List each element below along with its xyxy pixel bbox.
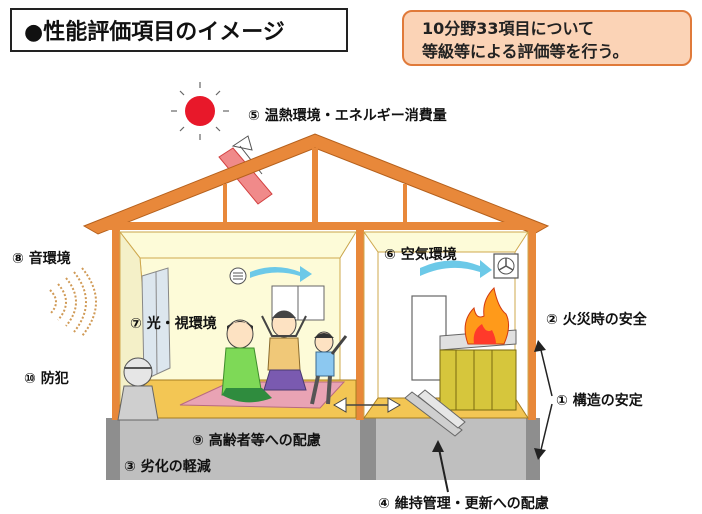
- summary-note-line1: 10分野33項目について: [422, 19, 595, 38]
- window-left: [141, 267, 171, 381]
- fan-icon: [493, 253, 519, 279]
- label-light: ⑦ 光・視環境: [130, 316, 217, 332]
- summary-note: 10分野33項目について 等級等による評価等を行う。: [402, 10, 692, 66]
- label-sound: ⑧ 音環境: [12, 251, 71, 267]
- label-thermal: ⑤ 温熱環境・エネルギー消費量: [248, 108, 447, 124]
- structure-arrow-up: [539, 345, 553, 397]
- fire-icon: [464, 286, 510, 345]
- label-air: ⑥ 空気環境: [384, 247, 457, 263]
- label-fire: ② 火災時の安全: [546, 312, 647, 328]
- burglar-icon: [117, 357, 159, 421]
- window-back: [271, 285, 325, 321]
- label-maintenance: ④ 維持管理・更新への配慮: [378, 496, 549, 512]
- family-illustration: [221, 310, 348, 405]
- summary-note-line2: 等級等による評価等を行う。: [422, 42, 629, 61]
- structure-arrow-down: [539, 403, 553, 455]
- page-title: ●性能評価項目のイメージ: [10, 8, 348, 52]
- ground-area: [106, 418, 540, 480]
- pipes: [404, 389, 466, 437]
- sun-icon: [171, 82, 229, 140]
- label-structure: ① 構造の安定: [556, 393, 643, 409]
- barrier-free-arrow: [333, 397, 401, 413]
- label-deterioration: ③ 劣化の軽減: [124, 459, 211, 475]
- sound-waves-icon: [49, 267, 97, 337]
- label-elderly: ⑨ 高齢者等への配慮: [192, 433, 321, 449]
- airflow-arrow-left: [250, 266, 312, 282]
- label-crime: ⑩ 防犯: [24, 371, 69, 387]
- roof: [82, 133, 550, 235]
- vent-icon: [229, 267, 247, 285]
- airflow-arrow-right: [420, 260, 492, 278]
